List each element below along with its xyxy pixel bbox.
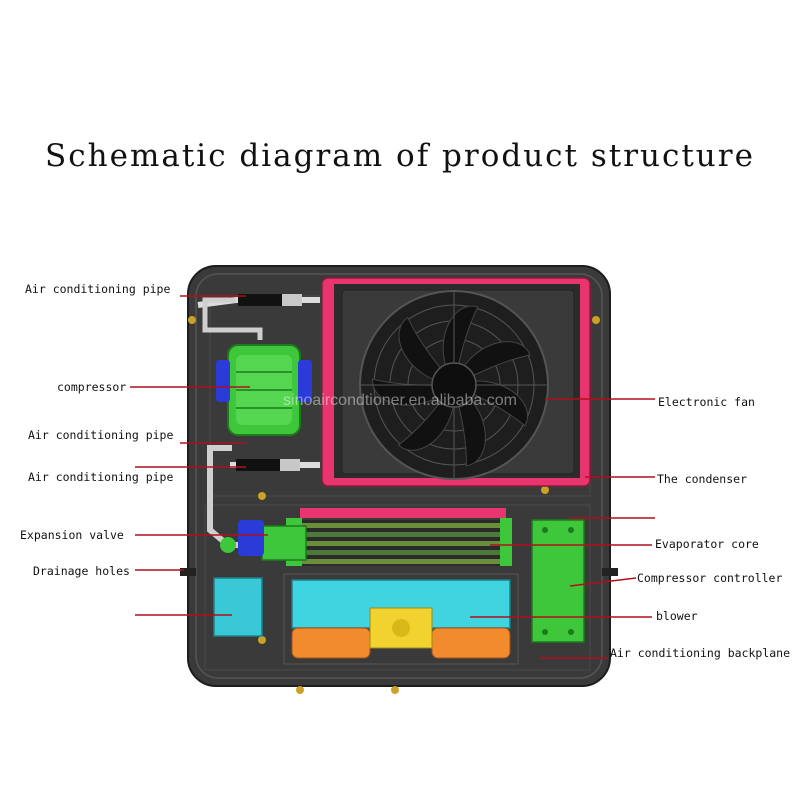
evaporator-fin xyxy=(302,541,504,546)
label-air-conditioning-pipe-3: Air conditioning pipe xyxy=(28,470,174,484)
evaporator-fin xyxy=(302,559,504,564)
label-compressor-controller: Compressor controller xyxy=(637,571,783,585)
label-evaporator-core: Evaporator core xyxy=(655,537,759,551)
watermark: sinoaircondtioner.en.alibaba.com xyxy=(283,392,517,409)
evaporator-fin xyxy=(302,523,504,528)
leader-compressor-controller xyxy=(569,577,637,587)
label-expansion-valve: Expansion valve xyxy=(20,528,124,542)
electronic-fan xyxy=(359,290,549,480)
page-title: Schematic diagram of product structure xyxy=(45,138,755,174)
expansion-valve xyxy=(220,520,307,561)
evaporator-fin xyxy=(302,532,504,537)
label-blower: blower xyxy=(656,609,698,623)
label-condenser: The condenser xyxy=(657,472,748,486)
label-backplane: Air conditioning backplane xyxy=(610,646,791,660)
drainage-box xyxy=(213,577,263,637)
compressor-controller xyxy=(531,519,585,643)
label-drainage-holes: Drainage holes xyxy=(33,564,130,578)
evaporator-core xyxy=(286,508,512,566)
label-electronic-fan: Electronic fan xyxy=(658,395,755,409)
fan-blade xyxy=(397,383,455,451)
label-compressor: compressor xyxy=(57,380,127,394)
blower xyxy=(283,573,519,665)
label-air-conditioning-pipe-2: Air conditioning pipe xyxy=(28,428,174,442)
evaporator-fin xyxy=(302,550,504,555)
compressor xyxy=(216,344,312,436)
label-air-conditioning-pipe-1: Air conditioning pipe xyxy=(25,282,171,296)
